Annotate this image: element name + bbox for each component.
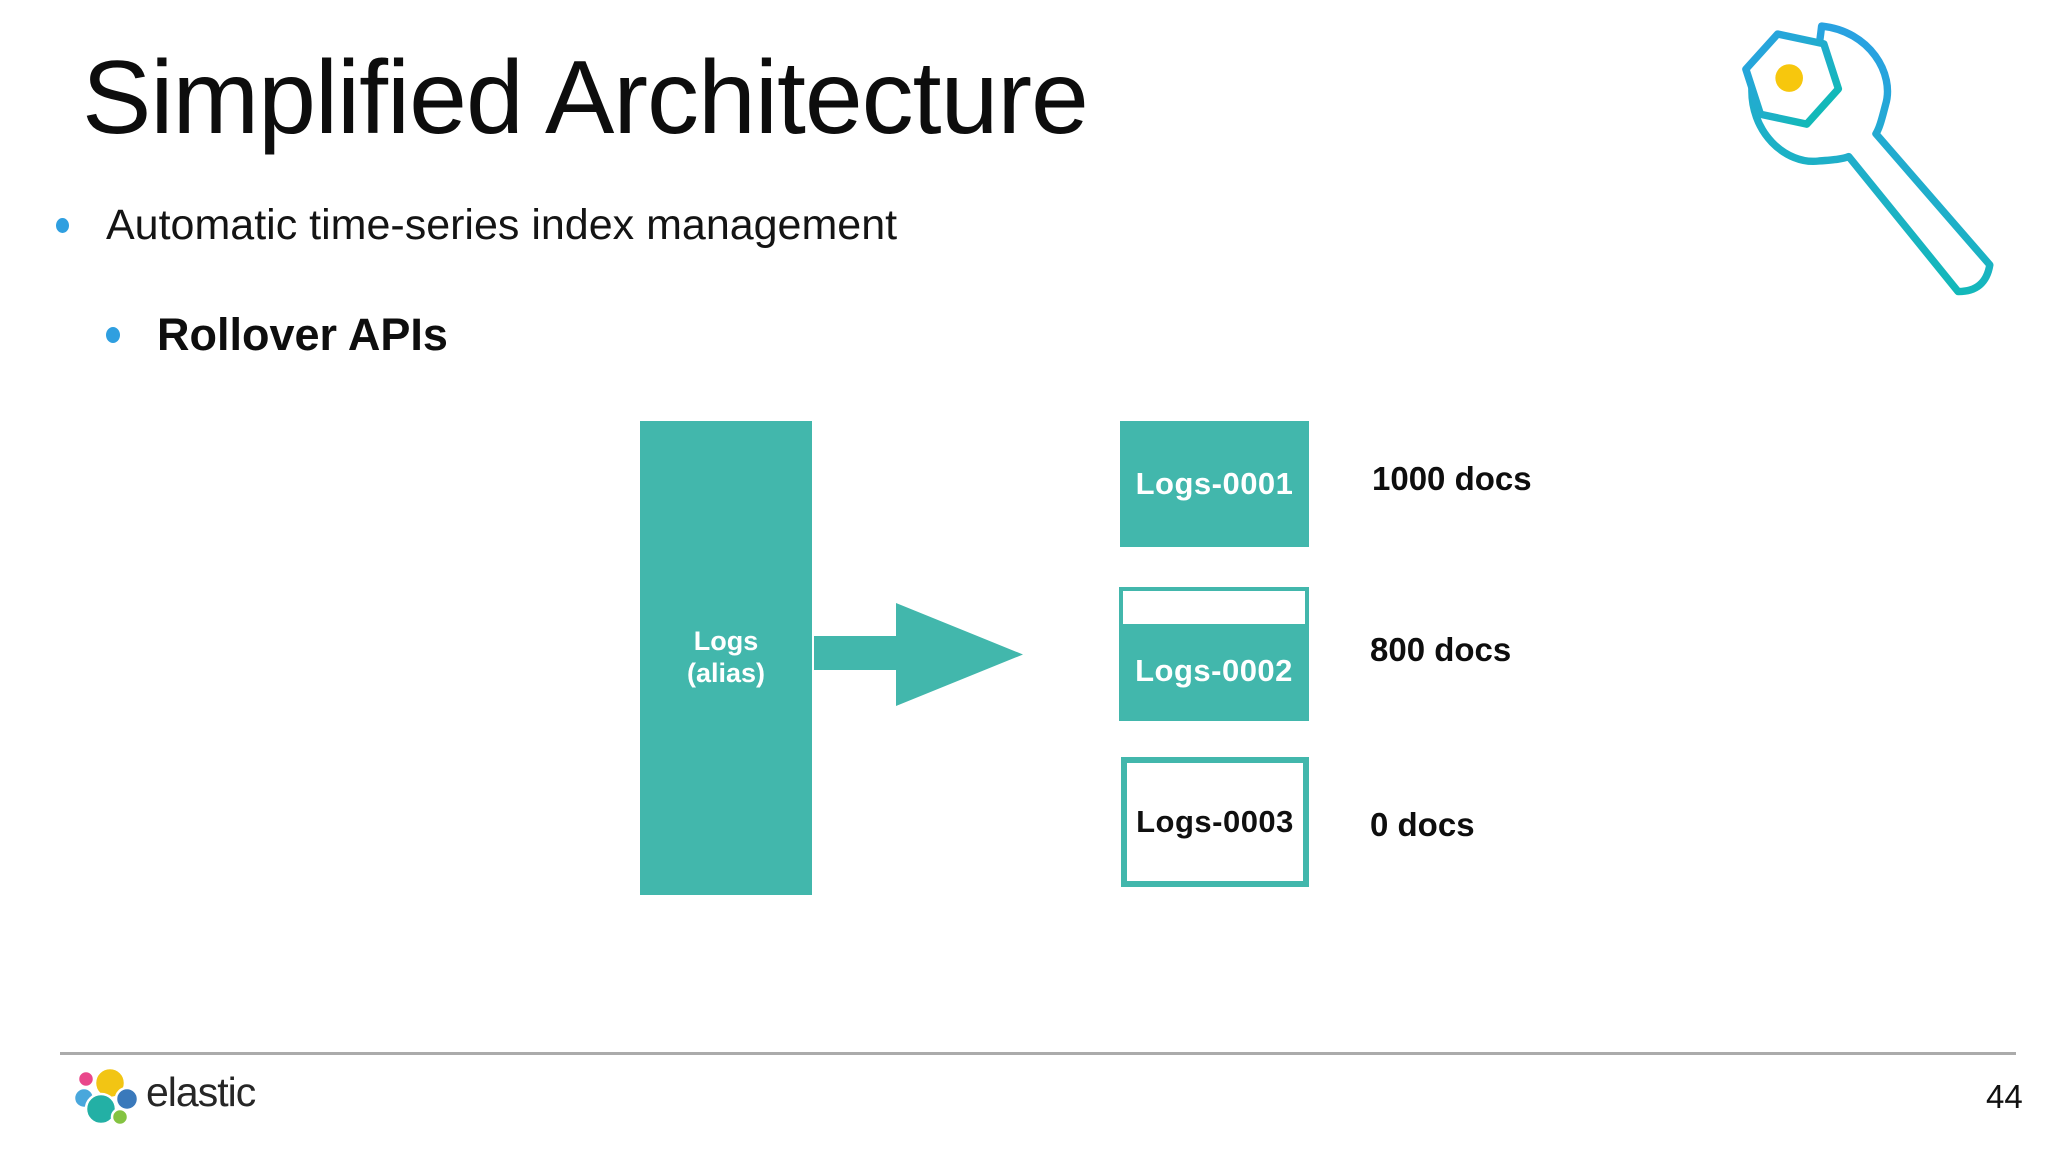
arrow-right-icon	[814, 603, 1023, 706]
index-docs-label: 0 docs	[1370, 806, 1475, 843]
index-box-label: Logs-0003	[1136, 804, 1294, 839]
brand-wordmark: elastic	[146, 1069, 256, 1115]
footer-divider	[60, 1052, 2016, 1055]
index-box-label: Logs-0001	[1135, 466, 1294, 501]
alias-label-line1: Logs	[693, 626, 759, 657]
page-number: 44	[1986, 1078, 2023, 1115]
index-box-logs-0002: Logs-0002	[1119, 587, 1309, 721]
nut-center-dot	[1775, 64, 1803, 92]
index-docs-label: 800 docs	[1370, 631, 1512, 668]
bullet-label: Rollover APIs	[157, 309, 448, 360]
bullet-label: Automatic time-series index management	[106, 200, 898, 249]
bullet-dot-icon	[106, 327, 120, 343]
bullet-dot-icon	[56, 217, 69, 233]
index-docs-label: 1000 docs	[1372, 460, 1532, 497]
index-box-fill: Logs-0002	[1123, 624, 1305, 717]
page-title: Simplified Architecture	[82, 40, 1089, 156]
wrench-nut-icon	[1742, 22, 1994, 296]
index-box-label: Logs-0002	[1135, 652, 1293, 688]
index-box-logs-0001: Logs-0001	[1120, 421, 1309, 547]
elastic-logo-icon	[74, 1068, 140, 1124]
alias-label-line2: (alias)	[686, 658, 766, 688]
bullet-item-2: Rollover APIs	[106, 305, 448, 365]
alias-box: Logs (alias)	[640, 421, 812, 895]
index-box-logs-0003: Logs-0003	[1121, 757, 1309, 887]
bullet-item-1: Automatic time-series index management	[56, 195, 897, 255]
